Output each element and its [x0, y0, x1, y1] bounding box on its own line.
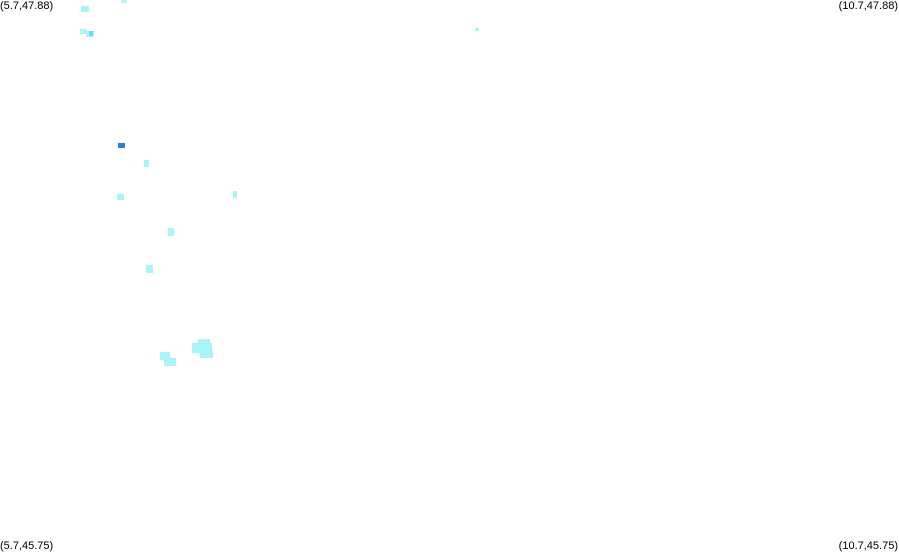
patch [117, 194, 124, 200]
patch [200, 351, 213, 358]
corner-label-top-right: (10.7,47.88) [838, 0, 898, 12]
raster-patches [80, 0, 479, 366]
patch [233, 191, 237, 198]
patch [81, 6, 89, 12]
patch [89, 31, 93, 36]
patch [80, 29, 87, 34]
patch [198, 339, 210, 345]
patch [146, 265, 153, 273]
corner-label-top-left: (5.7,47.88) [0, 0, 54, 12]
patch [160, 352, 170, 360]
patch [121, 0, 126, 3]
patch [144, 160, 149, 167]
patch [118, 143, 125, 148]
corner-label-bottom-left: (5.7,45.75) [0, 540, 54, 552]
patch [192, 343, 212, 353]
corner-label-bottom-right: (10.7,45.75) [838, 540, 898, 552]
patch [164, 358, 176, 366]
patch [475, 28, 479, 31]
patch [168, 228, 174, 236]
